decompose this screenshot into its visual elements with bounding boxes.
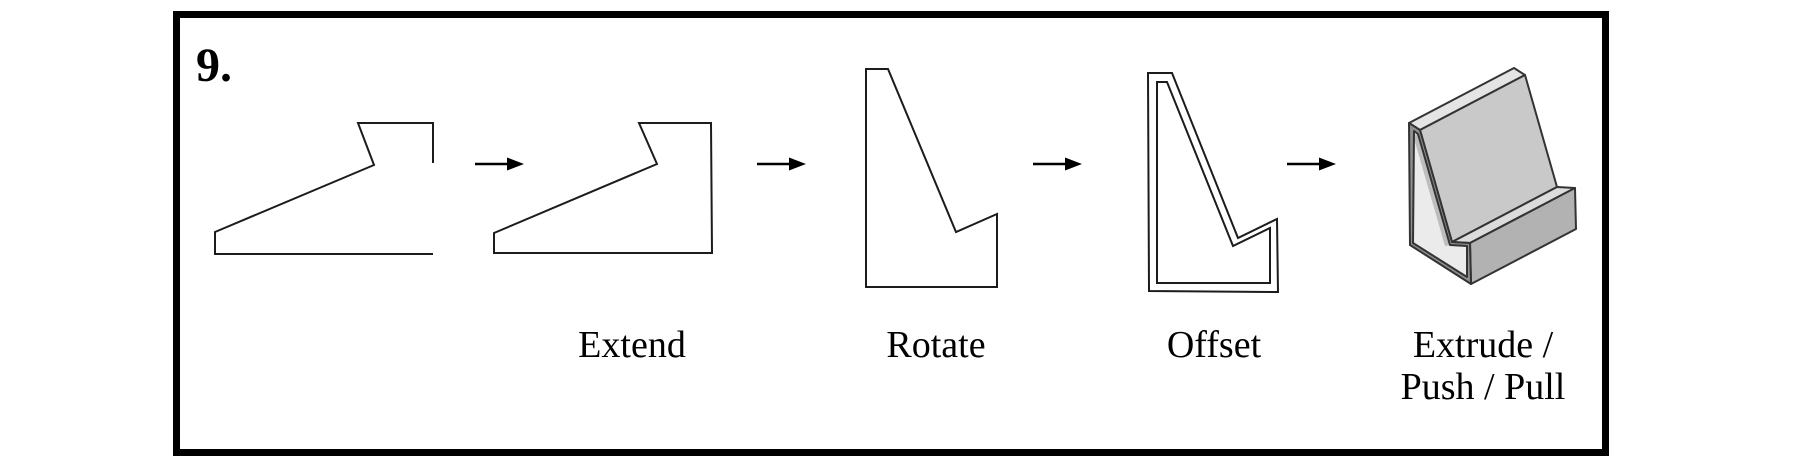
- figure-number: 9.: [196, 39, 232, 92]
- extended-profile-shape: [493, 122, 714, 254]
- model-cross-section-rim: [1408, 122, 1472, 285]
- step-label-extrude-line1: Extrude /: [1412, 324, 1554, 366]
- step-arrow-3: [1033, 157, 1082, 171]
- step-arrow-1: [475, 157, 524, 171]
- step-arrow-4: [1287, 157, 1336, 171]
- step-label-extrude-line2: Push / Pull: [1400, 366, 1566, 408]
- step-label-extrude-push-pull: Extrude / Push / Pull: [1401, 324, 1566, 408]
- right-arrow-icon: [789, 157, 806, 171]
- extruded-3d-model: [1408, 67, 1577, 285]
- right-arrow-icon: [1319, 157, 1336, 171]
- step-label-offset: Offset: [1166, 324, 1262, 366]
- offset-profile-shape: [1146, 72, 1280, 294]
- step-arrow-2: [757, 157, 806, 171]
- figure-border: [173, 11, 1609, 456]
- step-label-rotate: Rotate: [886, 324, 986, 366]
- rotated-profile-shape: [865, 68, 998, 288]
- model-inner-slant-face: [1413, 134, 1450, 246]
- right-arrow-icon: [507, 157, 524, 171]
- step-label-extend: Extend: [578, 324, 686, 366]
- right-arrow-icon: [1065, 157, 1082, 171]
- sketch-profile-shape: [214, 122, 434, 255]
